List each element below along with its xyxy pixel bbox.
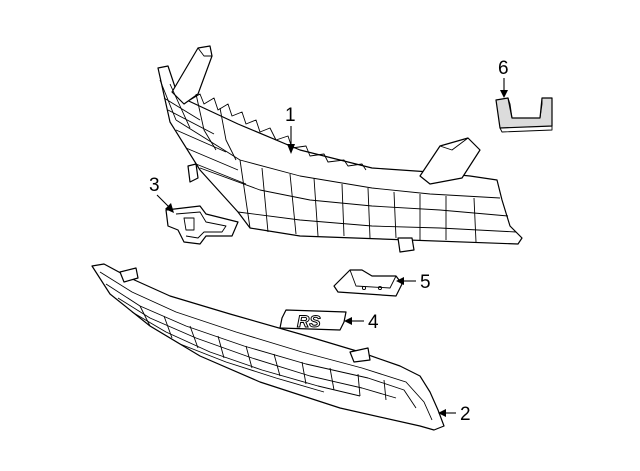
callout-6: 6 [498, 58, 509, 98]
callout-3: 3 [149, 175, 174, 213]
callout-1: 1 [285, 105, 296, 154]
grille-frame-part [157, 45, 523, 253]
callout-5: 5 [396, 272, 431, 293]
callout-number-2: 2 [460, 404, 471, 425]
callout-number-4: 4 [368, 312, 379, 333]
callout-number-6: 6 [498, 58, 509, 79]
callout-2: 2 [438, 404, 471, 425]
callout-number-1: 1 [285, 105, 296, 126]
rs-emblem-part: RS [279, 309, 347, 332]
rs-emblem-lettering: RS [297, 312, 321, 331]
retainer-clip-part [495, 97, 553, 133]
lower-grille-part [91, 263, 445, 431]
emblem-bracket-part [165, 205, 239, 245]
callout-4: 4 [344, 312, 379, 333]
callout-number-3: 3 [149, 175, 160, 196]
mounting-bracket-part [333, 269, 403, 297]
callout-number-5: 5 [420, 272, 431, 293]
